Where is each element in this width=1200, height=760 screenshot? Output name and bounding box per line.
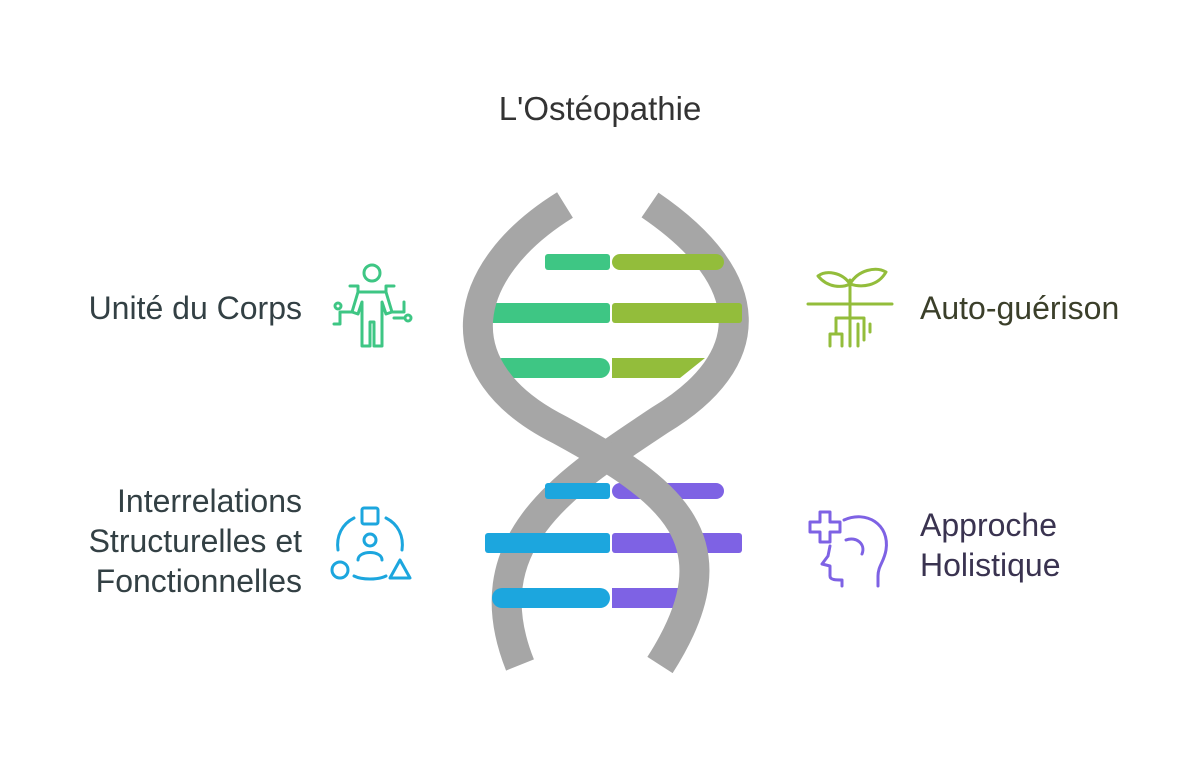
- rung-inter-2: [485, 533, 610, 553]
- helix-backbone-front: [462, 192, 710, 674]
- head-medical-cross-icon: [808, 510, 888, 588]
- label-interrelations-line-3: Fonctionnelles: [95, 563, 302, 599]
- rung-auto-3: [612, 358, 705, 378]
- rung-unite-3: [492, 358, 610, 378]
- helix-backbone-back: [491, 192, 749, 671]
- diagram-title: L'Ostéopathie: [498, 90, 702, 127]
- label-approche-holistique: Approche Holistique: [920, 505, 1180, 585]
- rung-inter-3: [492, 588, 610, 608]
- label-interrelations: Interrelations Structurelles et Fonction…: [20, 481, 302, 601]
- label-auto-guerison: Auto-guérison: [920, 290, 1120, 326]
- label-unite-du-corps: Unité du Corps: [88, 290, 302, 326]
- sprout-roots-icon: [806, 267, 894, 348]
- rung-inter-1: [545, 483, 610, 499]
- rung-unite-1: [545, 254, 610, 270]
- label-interrelations-line-2: Structurelles et: [88, 523, 302, 559]
- label-approche-line-2: Holistique: [920, 547, 1061, 583]
- body-circuit-icon: [332, 263, 413, 348]
- person-shapes-cycle-icon: [330, 506, 412, 581]
- rung-auto-1: [612, 254, 724, 270]
- rung-unite-2: [485, 303, 610, 323]
- label-approche-line-1: Approche: [920, 507, 1057, 543]
- label-interrelations-line-1: Interrelations: [117, 483, 302, 519]
- rung-auto-2: [612, 303, 742, 323]
